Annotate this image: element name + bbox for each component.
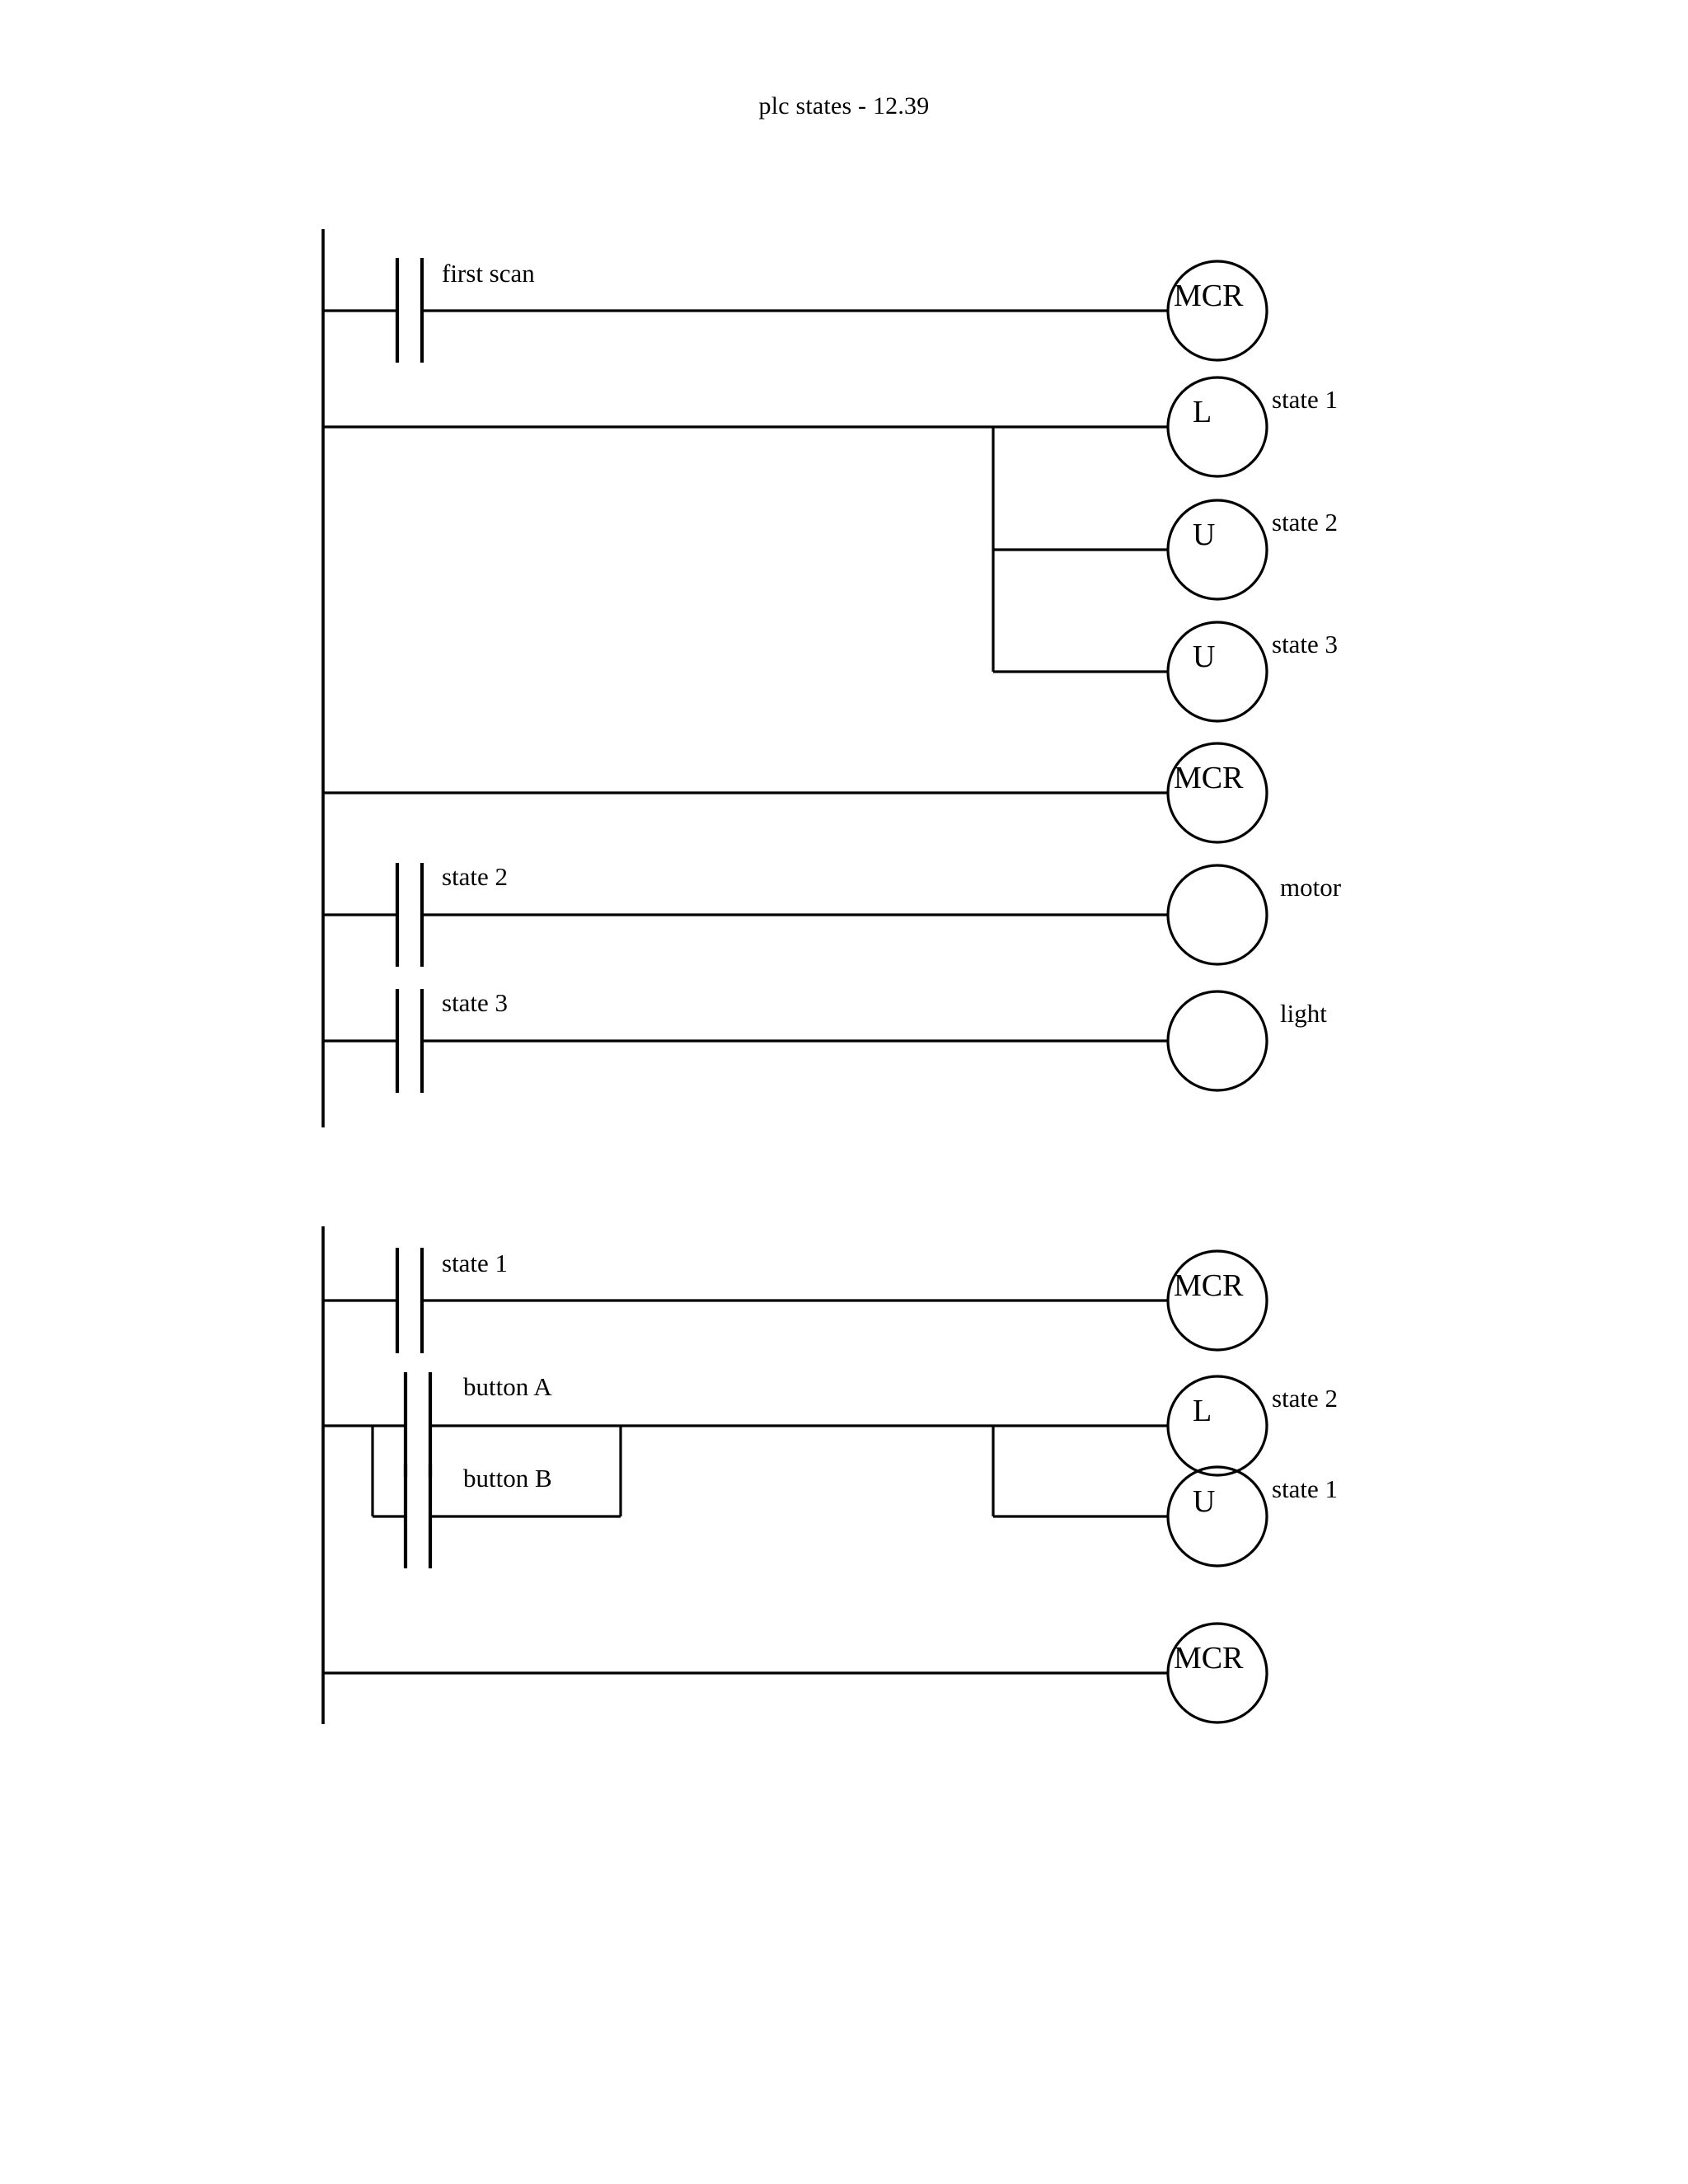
page-title: plc states - 12.39 <box>758 92 930 120</box>
coil-unlatch-state-2 <box>1166 499 1268 601</box>
coil-mcr-1 <box>1166 260 1268 362</box>
coil-text-unlatch-3: U <box>1193 1484 1216 1519</box>
contact-label-state-1: state 1 <box>442 1249 509 1277</box>
coil-label-state-2: state 2 <box>1272 508 1339 537</box>
contact-label-first-scan: first scan <box>442 259 535 288</box>
coil-label-state-3: state 3 <box>1272 630 1339 658</box>
coil-text-latch-2: L <box>1193 1394 1212 1428</box>
coil-unlatch-state-1 <box>1166 1465 1268 1568</box>
coil-text-mcr-1: MCR <box>1174 279 1244 313</box>
contact-label-button-b: button B <box>463 1464 552 1493</box>
coil-label-motor: motor <box>1280 873 1342 902</box>
coil-text-mcr-3: MCR <box>1174 1268 1244 1303</box>
contact-label-button-a: button A <box>463 1372 552 1401</box>
coil-mcr-3 <box>1166 1249 1268 1352</box>
coil-output-motor <box>1166 864 1268 966</box>
contact-label-state-2: state 2 <box>442 862 509 891</box>
coil-text-unlatch-1: U <box>1193 518 1216 552</box>
coil-mcr-2 <box>1166 742 1268 844</box>
coil-label-state-2b: state 2 <box>1272 1384 1339 1413</box>
contact-label-state-3: state 3 <box>442 988 509 1017</box>
coil-label-state-1b: state 1 <box>1272 1474 1339 1503</box>
coil-text-mcr-4: MCR <box>1174 1641 1244 1675</box>
coil-output-light <box>1166 990 1268 1092</box>
coil-latch-state-2 <box>1166 1375 1268 1477</box>
coil-latch-state-1 <box>1166 376 1268 478</box>
coil-unlatch-state-3 <box>1166 621 1268 723</box>
coil-text-mcr-2: MCR <box>1174 761 1244 795</box>
coil-label-light: light <box>1280 999 1327 1028</box>
coil-mcr-4 <box>1166 1622 1268 1724</box>
coil-text-unlatch-2: U <box>1193 640 1216 674</box>
coil-text-latch-1: L <box>1193 395 1212 429</box>
coil-label-state-1: state 1 <box>1272 385 1339 414</box>
